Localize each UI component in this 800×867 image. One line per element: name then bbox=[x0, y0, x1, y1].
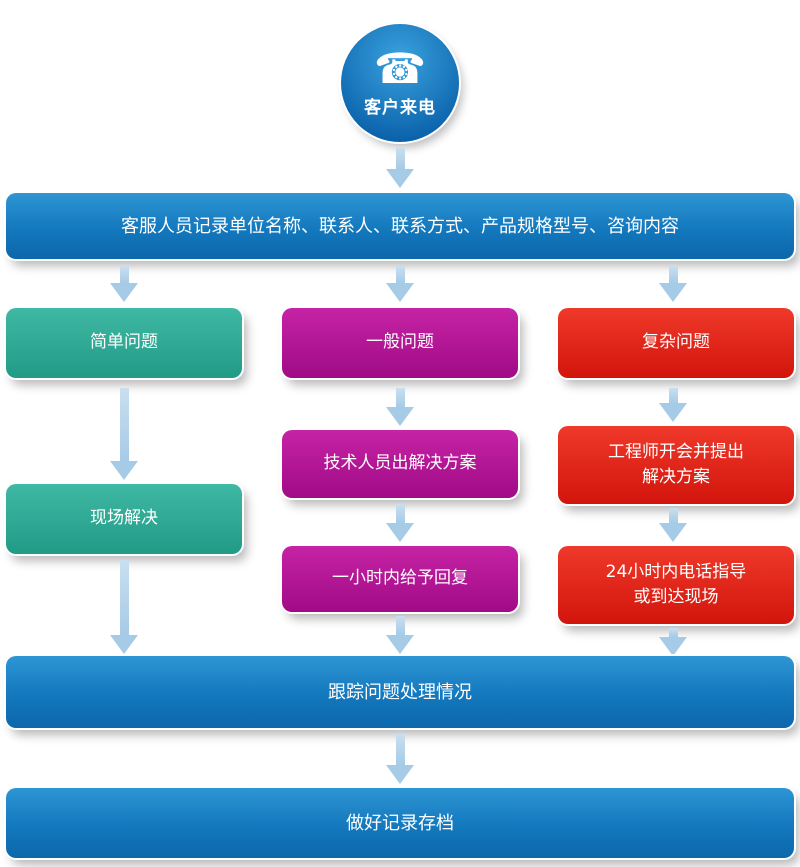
arrow-head bbox=[110, 635, 138, 654]
arrow-shaft bbox=[668, 266, 678, 283]
onsite-resolution-box: 现场解决 bbox=[6, 484, 242, 554]
general-problem-box: 一般问题 bbox=[282, 308, 518, 378]
arrow-shaft bbox=[119, 388, 129, 461]
arrow-shaft bbox=[395, 388, 405, 407]
arrow-shaft bbox=[668, 628, 678, 637]
arrow-shaft bbox=[668, 388, 678, 403]
arrow-head bbox=[386, 635, 414, 654]
arrow-shaft bbox=[395, 148, 405, 169]
start-node: ☎ 客户来电 bbox=[341, 24, 459, 142]
down-arrow-icon bbox=[386, 734, 414, 784]
arrow-head bbox=[386, 765, 414, 784]
down-arrow-icon bbox=[659, 388, 687, 422]
arrow-shaft bbox=[395, 266, 405, 283]
arrow-shaft bbox=[119, 560, 129, 635]
down-arrow-icon bbox=[659, 628, 687, 656]
engineer-meeting-box: 工程师开会并提出 解决方案 bbox=[558, 426, 794, 504]
arrow-head bbox=[659, 637, 687, 656]
down-arrow-icon bbox=[659, 266, 687, 302]
start-label: 客户来电 bbox=[364, 98, 436, 118]
reply-within-hour-box: 一小时内给予回复 bbox=[282, 546, 518, 612]
down-arrow-icon bbox=[386, 504, 414, 542]
down-arrow-icon bbox=[110, 388, 138, 480]
arrow-shaft bbox=[395, 504, 405, 523]
arrow-head bbox=[386, 169, 414, 188]
arrow-shaft bbox=[119, 266, 129, 283]
simple-problem-box: 简单问题 bbox=[6, 308, 242, 378]
arrow-head bbox=[386, 523, 414, 542]
down-arrow-icon bbox=[386, 388, 414, 426]
phone-icon: ☎ bbox=[373, 44, 427, 93]
record-banner: 客服人员记录单位名称、联系人、联系方式、产品规格型号、咨询内容 bbox=[6, 193, 794, 259]
complex-problem-box: 复杂问题 bbox=[558, 308, 794, 378]
down-arrow-icon bbox=[386, 148, 414, 188]
arrow-head bbox=[659, 283, 687, 302]
tech-solution-box: 技术人员出解决方案 bbox=[282, 430, 518, 498]
arrow-head bbox=[386, 407, 414, 426]
arrow-head bbox=[659, 403, 687, 422]
down-arrow-icon bbox=[659, 508, 687, 542]
arrow-shaft bbox=[395, 616, 405, 635]
down-arrow-icon bbox=[110, 560, 138, 654]
phone-guidance-box: 24小时内电话指导 或到达现场 bbox=[558, 546, 794, 624]
arrow-shaft bbox=[668, 508, 678, 523]
arrow-head bbox=[110, 461, 138, 480]
archive-banner: 做好记录存档 bbox=[6, 788, 794, 858]
down-arrow-icon bbox=[110, 266, 138, 302]
arrow-head bbox=[386, 283, 414, 302]
arrow-shaft bbox=[395, 734, 405, 765]
down-arrow-icon bbox=[386, 266, 414, 302]
arrow-head bbox=[659, 523, 687, 542]
track-banner: 跟踪问题处理情况 bbox=[6, 656, 794, 728]
arrow-head bbox=[110, 283, 138, 302]
down-arrow-icon bbox=[386, 616, 414, 654]
